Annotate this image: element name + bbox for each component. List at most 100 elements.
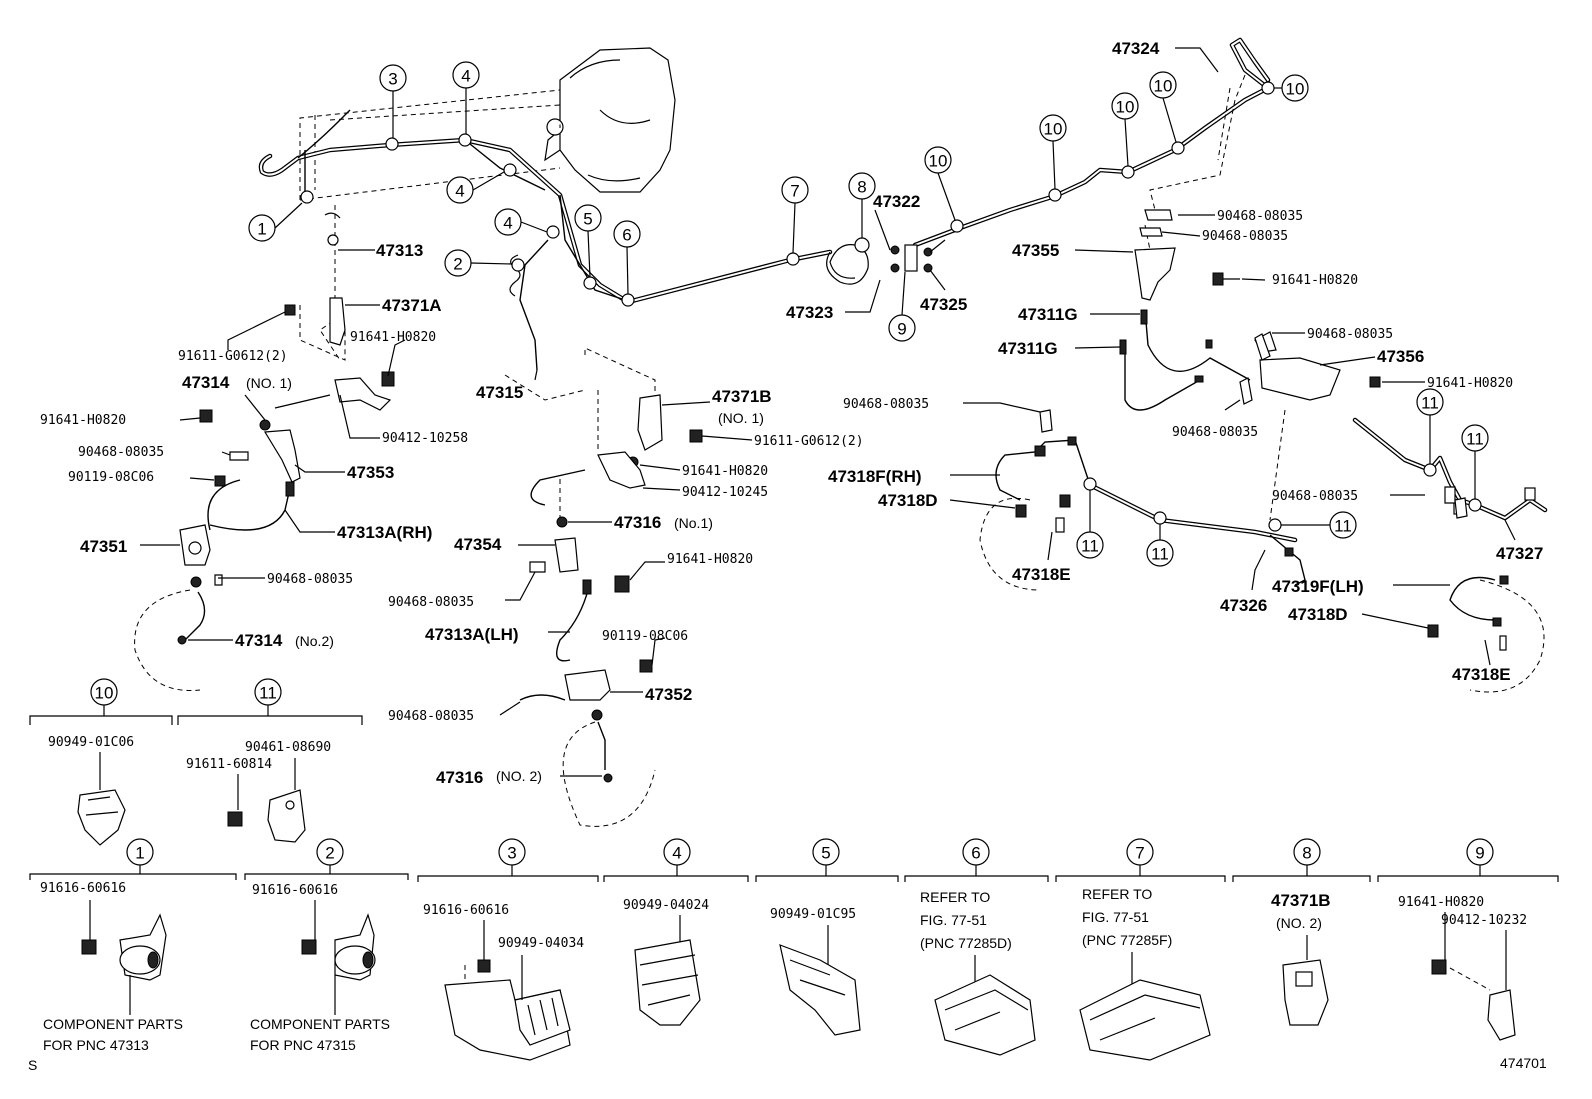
callout-3: 3: [507, 844, 516, 863]
callout-4: 4: [672, 844, 681, 863]
label-91641-H0820: 91641-H0820: [350, 330, 436, 345]
callout-10: 10: [95, 684, 114, 703]
label-91641-H0820: 91641-H0820: [1427, 376, 1513, 391]
bolt-icon: [1212, 272, 1240, 286]
label-47319F-LH: 47319F(LH): [1272, 577, 1364, 596]
label-90412-10258: 90412-10258: [382, 431, 468, 446]
engine-outline: [544, 47, 676, 193]
callout-7: 7: [790, 182, 799, 201]
callout-6: 6: [622, 226, 631, 245]
callout-11: 11: [1421, 394, 1439, 413]
label-47371B-no2: 47371B: [1271, 891, 1331, 910]
callout-markers: [300, 81, 1482, 532]
callout-bubble: 3 4 4 4 5 6 1 2 7 8 9 10 10 10 10 10 11 …: [248, 61, 1489, 567]
callout-11: 11: [1334, 517, 1352, 536]
label-91641-H0820: 91641-H0820: [1272, 273, 1358, 288]
label-90468-08035: 90468-08035: [1307, 327, 1393, 342]
callout-7: 7: [1135, 844, 1144, 863]
callout-10: 10: [1044, 120, 1063, 139]
label-47314-no1: 47314: [182, 373, 230, 392]
note-refer-6b: FIG. 77-51: [920, 912, 987, 928]
callout-10: 10: [1116, 98, 1135, 117]
label-47371B: 47371B: [712, 387, 772, 406]
callout-11: 11: [1466, 430, 1484, 449]
label-47351: 47351: [80, 537, 127, 556]
callout-11: 11: [1151, 545, 1169, 564]
front-brake-tubes: [258, 109, 833, 371]
bracket-47355: [1134, 209, 1176, 301]
label-47314-no2: 47314: [235, 631, 283, 650]
label-91641-H0820: 91641-H0820: [1398, 895, 1484, 910]
detail-10: 10 90949-01C06: [29, 678, 173, 846]
note-refer-7b: FIG. 77-51: [1082, 909, 1149, 925]
label-47318D: 47318D: [1288, 605, 1348, 624]
label-47318E: 47318E: [1012, 565, 1071, 584]
label-47316-no1: 47316: [614, 513, 661, 532]
label-47318E: 47318E: [1452, 665, 1511, 684]
label-90949-01C06: 90949-01C06: [48, 735, 134, 750]
note-refer-6c: (PNC 77285D): [920, 935, 1012, 951]
label-90412-10232: 90412-10232: [1441, 913, 1527, 928]
label-91616-60616: 91616-60616: [423, 903, 509, 918]
label-47356: 47356: [1377, 347, 1424, 366]
label-90461-08690: 90461-08690: [245, 740, 331, 755]
callout-5: 5: [583, 210, 592, 229]
callout-4: 4: [455, 182, 464, 201]
label-91616-60616: 91616-60616: [40, 881, 126, 896]
bottom-details: 1 2 3 4 5 6 7 8 9 91616-60616 COMPONENT …: [28, 838, 1559, 1073]
label-47316-no1-sub: (No.1): [674, 515, 713, 531]
callout-4: 4: [503, 214, 512, 233]
label-47313: 47313: [376, 241, 423, 260]
label-47354: 47354: [454, 535, 502, 554]
label-47352: 47352: [645, 685, 692, 704]
label-47355: 47355: [1012, 241, 1059, 260]
label-47313A-RH: 47313A(RH): [337, 523, 432, 542]
label-90468-08035: 90468-08035: [388, 595, 474, 610]
callout-2: 2: [325, 844, 334, 863]
label-47371B-no2-sub: (NO. 2): [1276, 915, 1322, 931]
callout-10: 10: [1154, 77, 1173, 96]
label-90949-04024: 90949-04024: [623, 898, 709, 913]
label-47316-no2-sub: (NO. 2): [496, 768, 542, 784]
label-90468-08035: 90468-08035: [1272, 489, 1358, 504]
callout-4: 4: [461, 67, 470, 86]
callout-9: 9: [1475, 844, 1484, 863]
label-47313A-LH: 47313A(LH): [425, 625, 519, 644]
label-90949-01C95: 90949-01C95: [770, 907, 856, 922]
label-90119-08C06: 90119-08C06: [602, 629, 688, 644]
callout-8: 8: [857, 178, 866, 197]
label-47325: 47325: [920, 295, 967, 314]
callout-2: 2: [453, 255, 462, 274]
detail-11: 11 90461-08690 91611-60814: [177, 678, 363, 843]
label-91641-H0820: 91641-H0820: [40, 413, 126, 428]
note-component-2b: FOR PNC 47315: [250, 1037, 356, 1053]
label-47316-no2: 47316: [436, 768, 483, 787]
label-47371B-sub: (NO. 1): [718, 410, 764, 426]
label-90468-08035: 90468-08035: [78, 445, 164, 460]
callout-10: 10: [1286, 80, 1305, 99]
label-91641-H0820: 91641-H0820: [667, 552, 753, 567]
callout-1: 1: [135, 844, 144, 863]
callout-11: 11: [259, 684, 277, 703]
label-47318F-RH: 47318F(RH): [828, 467, 922, 486]
label-90468-08035: 90468-08035: [1202, 229, 1288, 244]
label-47314-no2-sub: (No.2): [295, 633, 334, 649]
label-47324: 47324: [1112, 39, 1160, 58]
label-90412-10245: 90412-10245: [682, 485, 768, 500]
callout-8: 8: [1302, 844, 1311, 863]
label-47323: 47323: [786, 303, 833, 322]
label-47314-no1-sub: (NO. 1): [246, 375, 292, 391]
label-91611-G0612: 91611-G0612(2): [754, 434, 864, 449]
label-90468-08035: 90468-08035: [267, 572, 353, 587]
note-refer-7c: (PNC 77285F): [1082, 932, 1172, 948]
label-91611-G0612: 91611-G0612(2): [178, 349, 288, 364]
label-90468-08035: 90468-08035: [1217, 209, 1303, 224]
note-component-1b: FOR PNC 47313: [43, 1037, 149, 1053]
label-47326: 47326: [1220, 596, 1267, 615]
callout-10: 10: [929, 152, 948, 171]
callout-9: 9: [897, 320, 906, 339]
note-component-2: COMPONENT PARTS: [250, 1016, 390, 1032]
corner-mark: S: [28, 1057, 37, 1073]
note-refer-6a: REFER TO: [920, 889, 990, 905]
